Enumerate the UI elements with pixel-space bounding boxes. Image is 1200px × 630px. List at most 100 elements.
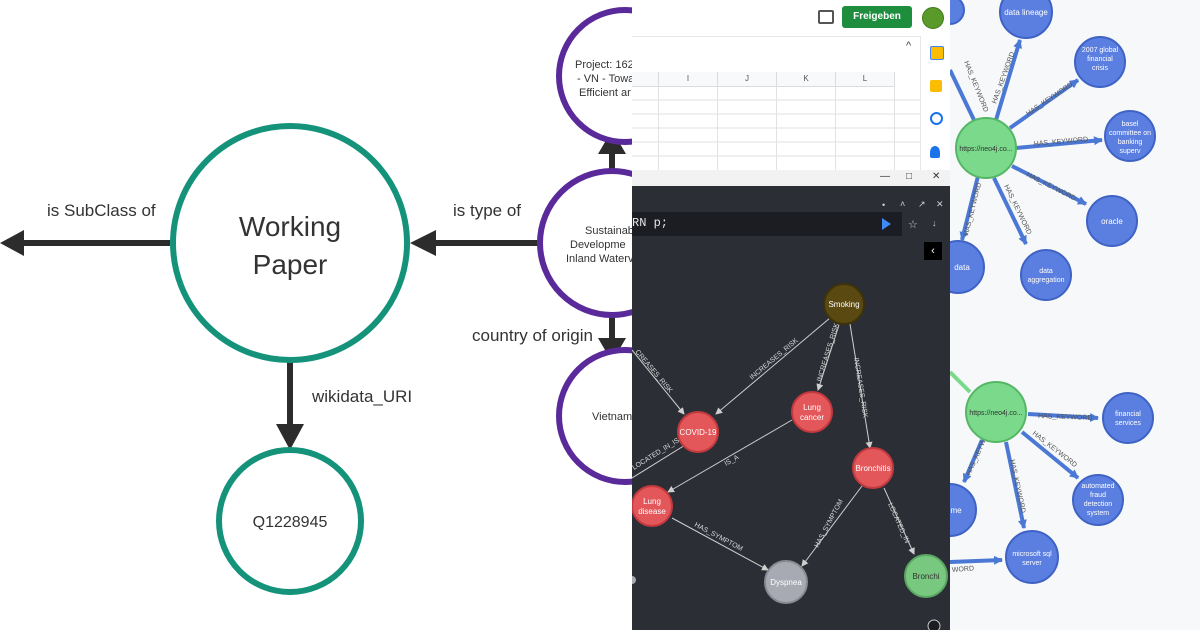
edge-lungdisease-dyspnea xyxy=(671,517,769,571)
svg-text:me: me xyxy=(950,506,962,515)
svg-text:Project: 162: Project: 162 xyxy=(575,59,634,71)
edge-label-increases-risk-4: CREASES_RISK xyxy=(633,349,673,395)
run-query-icon[interactable] xyxy=(882,218,891,230)
node-automated-fraud-detection[interactable]: automated fraud detection system xyxy=(1072,474,1124,526)
edge-hub1-basel xyxy=(1015,136,1103,150)
node-data-lineage[interactable]: data lineage xyxy=(999,0,1053,39)
tasks-icon[interactable] xyxy=(930,112,943,125)
edge-bronchitis-bronchi xyxy=(883,487,915,555)
node-financial-services[interactable]: financial services xyxy=(1102,392,1154,444)
query-editor[interactable]: RN p; xyxy=(632,212,902,236)
node-covid19[interactable]: COVID-19 xyxy=(677,411,719,453)
side-collapse-button[interactable]: ‹ xyxy=(924,242,942,260)
svg-text:financial: financial xyxy=(1115,411,1141,418)
edge-covid-lungdisease xyxy=(632,441,691,479)
node-partial-top[interactable] xyxy=(950,0,965,25)
neo4j-browser-panel: — □ ✕ • ˄ ↗ ✕ RN p; ☆ ↓ ‹ xyxy=(632,170,950,630)
node-lung-cancer[interactable]: Lung cancer xyxy=(791,391,833,433)
node-data-aggregation[interactable]: data aggregation xyxy=(1020,249,1072,301)
minimize-icon[interactable]: — xyxy=(880,171,890,182)
node-hub-2[interactable]: https://neo4j.co... xyxy=(965,381,1027,443)
node-sustainable-development: Sustainab Developme Inland Waterv xyxy=(537,168,640,318)
neo4j-bloom-panel: HAS_KEYWORD HAS_KEYWORD HAS_KEYWORD HAS_… xyxy=(950,0,1200,630)
close-frame-icon[interactable]: ✕ xyxy=(936,199,944,209)
edge-label-keyword-8: HAS_KEYWORD xyxy=(1038,413,1093,422)
node-dyspnea[interactable]: Dyspnea xyxy=(764,560,808,604)
node-partial-grey xyxy=(632,576,636,584)
maximize-icon[interactable]: □ xyxy=(906,171,913,182)
share-button[interactable]: Freigeben xyxy=(842,6,912,28)
edge-label-increases-risk-1: INCREASES_RISK xyxy=(749,337,800,382)
svg-text:oracle: oracle xyxy=(1101,217,1123,226)
svg-text:COVID-19: COVID-19 xyxy=(680,428,717,437)
edge-hub1-datalineage xyxy=(994,39,1023,121)
column-header-i[interactable]: I xyxy=(659,72,718,87)
node-q1228945: Q1228945 xyxy=(216,447,364,595)
edge-label-located-in: LOCATED_IN xyxy=(886,502,910,545)
sheet-grid[interactable]: I J K L xyxy=(632,72,920,170)
edge-hub2-mssql xyxy=(1004,441,1027,529)
node-oracle[interactable]: oracle xyxy=(1086,195,1138,247)
contacts-icon[interactable] xyxy=(930,146,940,158)
column-header-j[interactable]: J xyxy=(718,72,777,87)
node-data[interactable]: data xyxy=(950,240,985,294)
comment-icon[interactable] xyxy=(818,10,834,24)
edge-label-wikidata: wikidata_URI xyxy=(311,387,412,406)
spreadsheet-panel: Freigeben ^ I J K L xyxy=(632,0,950,170)
edge-hub1-crisis xyxy=(1008,78,1080,130)
node-project: Project: 162 - VN - Towa Efficient ar xyxy=(556,7,640,145)
node-microsoft-sql-server[interactable]: microsoft sql server xyxy=(1005,530,1059,584)
calendar-icon[interactable] xyxy=(930,46,944,60)
edge-hub2-me xyxy=(962,439,984,483)
node-hub-1[interactable]: https://neo4j.co... xyxy=(955,117,1017,179)
node-bronchitis[interactable]: Bronchitis xyxy=(852,447,894,489)
collapse-caret-icon[interactable]: ^ xyxy=(906,40,912,52)
svg-text:Sustainab: Sustainab xyxy=(585,225,634,237)
svg-text:Q1228945: Q1228945 xyxy=(253,514,328,531)
window-titlebar: — □ ✕ xyxy=(632,170,950,186)
pin-icon[interactable]: • xyxy=(882,200,886,210)
edge-hub1-oracle xyxy=(1011,164,1087,206)
column-header-k[interactable]: K xyxy=(777,72,836,87)
svg-text:Lung: Lung xyxy=(643,497,661,506)
node-smoking[interactable]: Smoking xyxy=(823,283,865,325)
node-2007-financial-crisis[interactable]: 2007 global financial crisis xyxy=(1074,36,1126,88)
node-basel-committee[interactable]: basel committee on banking superv xyxy=(1104,110,1156,162)
kg-diagram-svg: is SubClass of is type of wikidata_URI c… xyxy=(0,7,640,595)
keep-icon[interactable] xyxy=(930,80,942,92)
node-me[interactable]: me xyxy=(950,483,977,537)
expand-icon[interactable]: ↗ xyxy=(918,199,926,209)
svg-text:committee on: committee on xyxy=(1109,130,1151,137)
zoom-icon[interactable] xyxy=(927,619,941,630)
svg-text:data lineage: data lineage xyxy=(1004,8,1048,17)
edge-hub1-aggregation xyxy=(992,177,1028,245)
svg-text:Bronchitis: Bronchitis xyxy=(855,464,890,473)
node-lung-disease[interactable]: Lung disease xyxy=(632,485,673,527)
avatar[interactable] xyxy=(922,7,944,29)
svg-text:Lung: Lung xyxy=(803,403,821,412)
svg-text:crisis: crisis xyxy=(1092,65,1108,72)
edge-label-has-symptom-1: HAS_SYMPTOM xyxy=(693,522,744,553)
bloom-graph: HAS_KEYWORD HAS_KEYWORD HAS_KEYWORD HAS_… xyxy=(950,0,1156,584)
edge-hub2-fraud xyxy=(1020,430,1080,480)
arrowhead-type-of xyxy=(410,230,436,256)
edge-hub1-left xyxy=(950,69,976,121)
edge-smoking-lungcancer xyxy=(816,324,840,391)
collapse-icon[interactable]: ˄ xyxy=(900,199,906,209)
edge-wikidata: wikidata_URI xyxy=(276,360,412,450)
node-bronchi[interactable]: Bronchi xyxy=(904,554,948,598)
neo4j-graph: INCREASES_RISK INCREASES_RISK INCREASES_… xyxy=(632,283,948,630)
kg-diagram-panel: is SubClass of is type of wikidata_URI c… xyxy=(0,7,640,595)
column-header-l[interactable]: L xyxy=(836,72,895,87)
edge-label-type-of: is type of xyxy=(453,201,521,220)
close-icon[interactable]: ✕ xyxy=(932,171,941,182)
favorite-icon[interactable]: ☆ xyxy=(908,219,918,231)
edge-label-keyword-12: WORD xyxy=(952,565,975,574)
download-icon[interactable]: ↓ xyxy=(932,218,937,228)
svg-text:server: server xyxy=(1022,560,1042,567)
svg-text:banking: banking xyxy=(1118,139,1143,146)
svg-text:disease: disease xyxy=(638,507,666,516)
edge-hub2-financial xyxy=(1027,412,1099,423)
edge-label-keyword-9: HAS_KEYWORD xyxy=(1031,430,1078,469)
